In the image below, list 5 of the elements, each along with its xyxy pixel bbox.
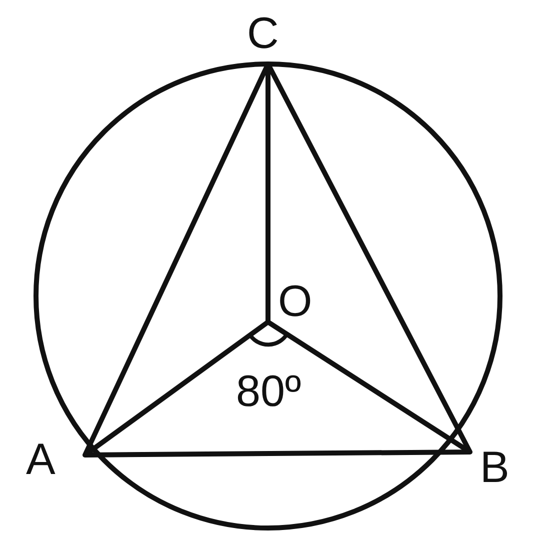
point-label: A (26, 438, 56, 482)
point-label: O (278, 280, 312, 324)
point-label: B (480, 446, 510, 490)
point-label: C (247, 12, 279, 56)
angle-label: 80º (236, 370, 302, 414)
